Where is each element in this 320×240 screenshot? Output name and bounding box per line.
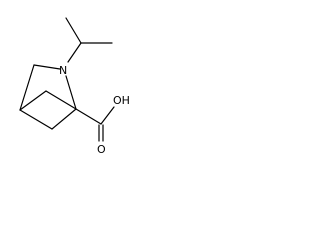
hydroxyl-label: OH (113, 94, 130, 107)
molecule-structure: N OH O (19, 17, 130, 156)
bond-upper-carbon-to-quaternary (45, 90, 77, 110)
carbonyl-oxygen-label: O (97, 143, 106, 156)
bond-isopropyl-left-methyl (65, 17, 82, 44)
bond-isopropyl-to-nitrogen (67, 42, 82, 63)
bond-n-to-quaternary-carbon (65, 75, 77, 110)
bond-carboxyl-to-hydroxyl (100, 106, 115, 125)
nitrogen-atom-label: N (59, 64, 67, 77)
bond-quaternary-to-carboxyl-carbon (75, 108, 102, 125)
bond-n-to-ch2 (33, 64, 61, 70)
bond-ch2-to-bridgehead (19, 64, 35, 111)
bond-bridgehead-to-lower-carbon (19, 109, 53, 130)
bond-bridgehead-to-upper-carbon (19, 90, 47, 111)
bond-lower-carbon-to-quaternary (51, 108, 77, 130)
